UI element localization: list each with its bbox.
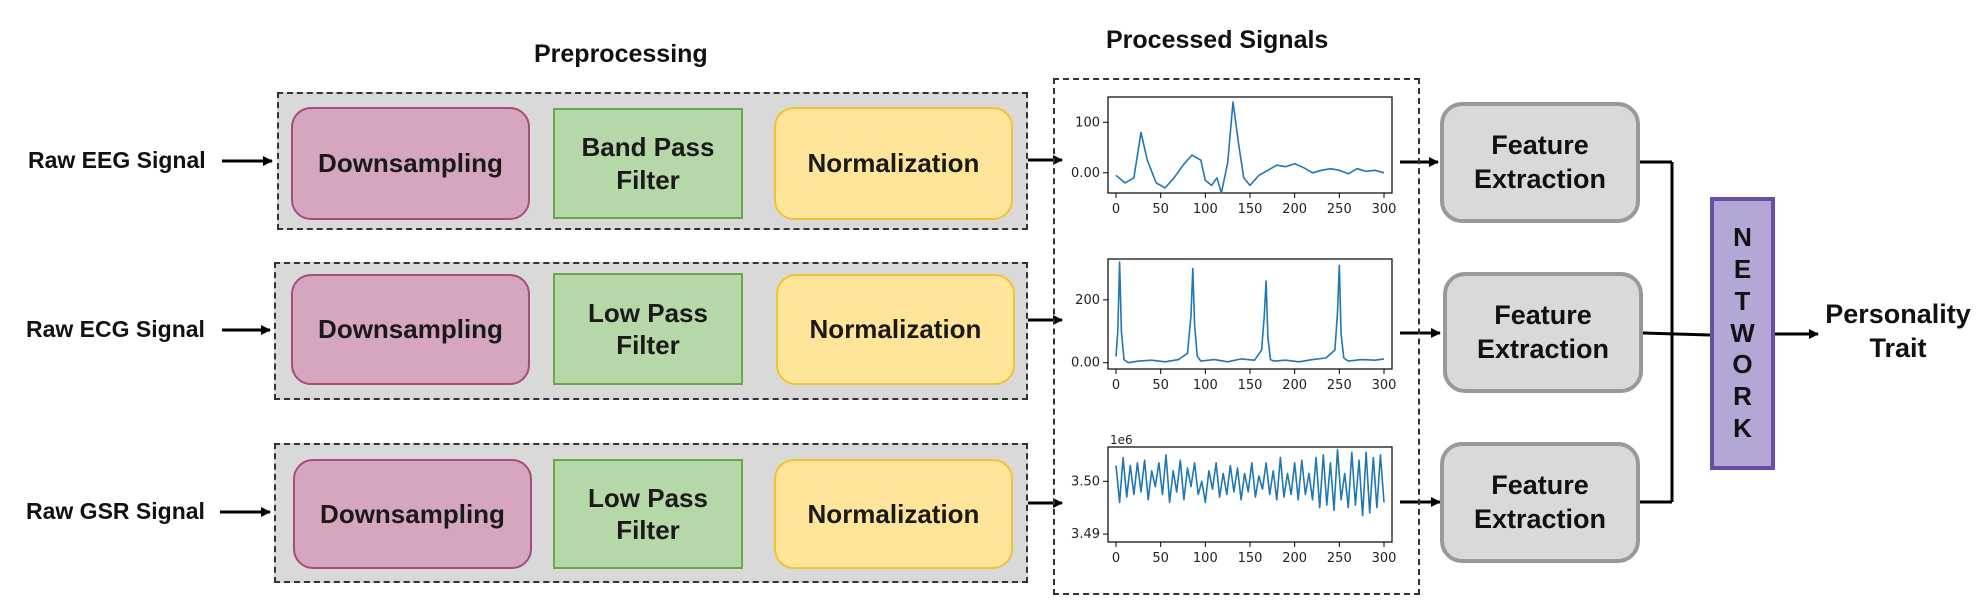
y-tick-label: 100 [1075,115,1100,130]
filter-label-line2: Filter [616,164,680,195]
normalization-label: Normalization [807,148,980,179]
downsampling-block-eeg: Downsampling [291,107,530,220]
network-letter: O [1732,349,1753,380]
y-tick-label: 200 [1075,293,1100,308]
normalization-label: Normalization [807,498,980,529]
feature-label-line2: Extraction [1473,163,1607,194]
filter-label-line1: Band Pass [581,132,715,162]
x-tick-label: 250 [1327,202,1352,217]
x-tick-label: 50 [1152,378,1169,393]
downsampling-block-ecg: Downsampling [291,274,530,385]
filter-label: Low Pass Filter [588,482,708,547]
network-letter: E [1733,253,1752,284]
preprocessing-title: Preprocessing [534,40,708,68]
x-tick-label: 0 [1112,202,1120,217]
band-pass-filter-block: Band Pass Filter [553,108,743,219]
filter-label-line2: Filter [616,330,680,360]
processed-signals-title: Processed Signals [1106,26,1329,54]
processed-signals-frame [1053,78,1420,595]
network-letter: R [1733,381,1752,412]
x-tick-label: 300 [1372,202,1397,217]
normalization-block-eeg: Normalization [774,107,1013,220]
network-block: N E T W O R K [1710,197,1775,470]
feature-label-line1: Feature [1491,469,1589,500]
x-tick-label: 250 [1327,378,1352,393]
filter-label-line1: Low Pass [588,482,708,513]
low-pass-filter-block-ecg: Low Pass Filter [553,273,743,385]
x-tick-label: 300 [1372,551,1397,566]
output-label-line2: Trait [1869,332,1927,363]
y-tick-label: 3.49 [1071,527,1100,542]
output-label-line1: Personality [1825,299,1971,329]
feature-extraction-block-gsr: Feature Extraction [1440,442,1640,563]
low-pass-filter-block-gsr: Low Pass Filter [553,459,743,569]
bus-line-2 [1642,331,1711,337]
network-letter: W [1730,317,1755,348]
normalization-label: Normalization [809,314,982,345]
x-tick-label: 50 [1152,202,1169,217]
plot-frame [1107,446,1393,543]
filter-label-line1: Low Pass [588,297,708,328]
input-label-gsr: Raw GSR Signal [26,498,205,524]
filter-label-line2: Filter [616,515,680,545]
network-letter: N [1733,221,1752,252]
y-tick-label: 0.00 [1071,356,1100,371]
feature-label-line2: Extraction [1476,333,1610,364]
personality-trait-label: Personality Trait [1818,298,1978,366]
filter-label: Low Pass Filter [588,297,708,362]
plot-frame [1107,96,1393,194]
x-tick-label: 100 [1193,202,1218,217]
feature-label-line1: Feature [1494,299,1592,330]
feature-label: Feature Extraction [1474,469,1606,537]
x-tick-label: 100 [1193,551,1218,566]
signal-series-line [1115,101,1385,194]
x-tick-label: 0 [1112,378,1120,393]
x-tick-label: 250 [1327,551,1352,566]
feature-extraction-block-eeg: Feature Extraction [1440,102,1640,223]
x-tick-label: 300 [1372,378,1397,393]
x-tick-label: 50 [1152,551,1169,566]
downsampling-label: Downsampling [320,498,505,529]
feature-label: Feature Extraction [1474,129,1606,197]
x-tick-label: 150 [1238,202,1263,217]
y-tick-label: 3.50 [1071,474,1100,489]
axis-offset-label: 1e6 [1110,433,1133,447]
downsampling-label: Downsampling [318,314,503,345]
signal-series-line [1115,448,1385,517]
feature-extraction-block-ecg: Feature Extraction [1443,272,1643,393]
plot-frame [1107,258,1393,370]
x-tick-label: 200 [1282,378,1307,393]
y-tick-label: 0.00 [1071,166,1100,181]
network-letter: K [1733,413,1752,444]
downsampling-block-gsr: Downsampling [293,459,532,569]
input-label-ecg: Raw ECG Signal [26,316,205,342]
x-tick-label: 100 [1193,378,1218,393]
signal-series-line [1115,261,1385,364]
network-letter: T [1734,285,1751,316]
feature-label-line2: Extraction [1473,503,1607,534]
feature-label: Feature Extraction [1477,299,1609,367]
downsampling-label: Downsampling [318,148,503,179]
x-tick-label: 150 [1238,378,1263,393]
feature-label-line1: Feature [1491,129,1589,160]
x-tick-label: 150 [1238,551,1263,566]
filter-label: Band Pass Filter [582,131,715,196]
x-tick-label: 200 [1282,202,1307,217]
normalization-block-gsr: Normalization [774,459,1013,569]
input-label-eeg: Raw EEG Signal [28,147,206,173]
x-tick-label: 0 [1112,551,1120,566]
x-tick-label: 200 [1282,551,1307,566]
normalization-block-ecg: Normalization [776,274,1015,385]
